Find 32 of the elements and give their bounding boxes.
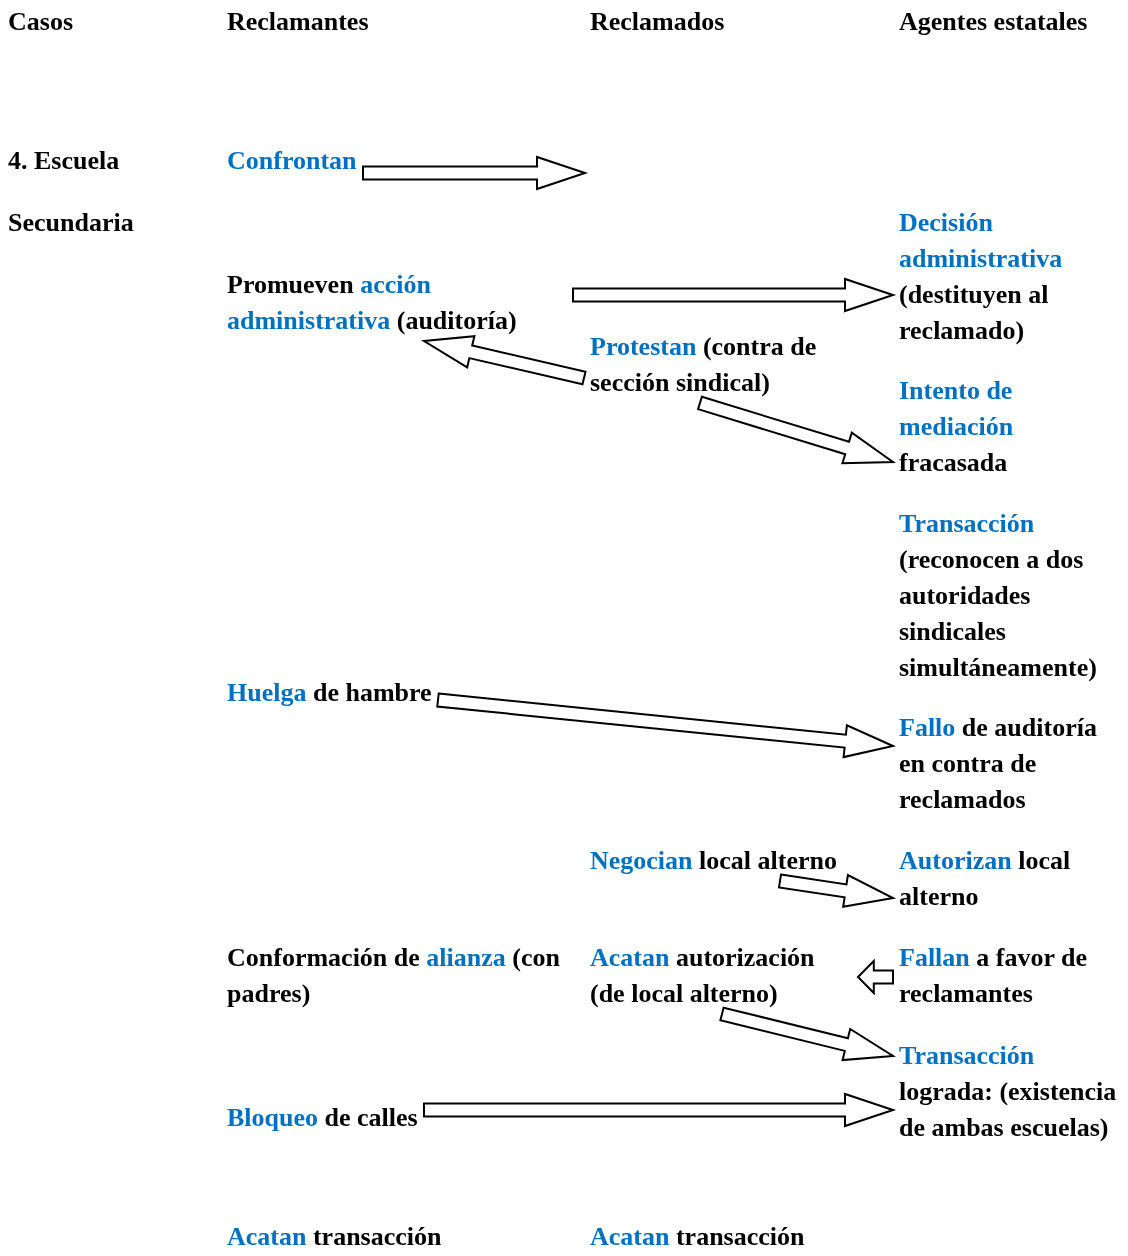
action-text: Acatan transacción (590, 1221, 805, 1253)
column-header: Agentes estatales (899, 6, 1088, 38)
action-text: Autorizan local alterno (899, 843, 1127, 915)
block-arrow (362, 155, 589, 191)
action-text: Transacción (reconocen a dos autoridades sindicales simultáneamente) (899, 508, 1098, 684)
action-text: Acatan transacción (227, 1221, 442, 1253)
action-text: Fallan a favor de reclamantes (899, 940, 1127, 1012)
action-text: Acatan autorización (de local alterno) (590, 940, 852, 1012)
action-text: Fallo de auditoría en contra de reclamados (899, 710, 1128, 818)
block-arrow (572, 277, 897, 313)
block-arrow (420, 335, 587, 386)
block-arrow (719, 1006, 897, 1062)
column-header: Reclamados (590, 6, 725, 38)
action-text: Confrontan (227, 143, 357, 179)
action-text: Bloqueo de calles (227, 1100, 418, 1136)
block-arrow (696, 395, 897, 465)
block-arrow (856, 958, 894, 996)
block-arrow (777, 873, 897, 908)
action-text: Huelga de hambre (227, 675, 432, 711)
action-text: Transacción lograda: (existencia de ambas escuelas) (899, 1038, 1127, 1146)
case-label: 4. Escuela (8, 145, 120, 177)
action-text: Intento de mediación fracasada (899, 373, 1127, 481)
column-header: Casos (8, 6, 73, 38)
column-header: Reclamantes (227, 6, 369, 38)
action-text: Promueven acción administrativa (auditoría) (227, 267, 567, 339)
block-arrow (423, 1092, 897, 1128)
action-text: Conformación de alianza (con padres) (227, 942, 561, 1010)
action-text: Negocian local alterno (590, 843, 837, 879)
action-text: Decisión administrativa (destituyen al reclamado) (899, 205, 1127, 349)
block-arrow (436, 692, 897, 759)
case-label: Secundaria (8, 207, 134, 239)
action-text: Protestan (contra de sección sindical) (590, 329, 865, 401)
